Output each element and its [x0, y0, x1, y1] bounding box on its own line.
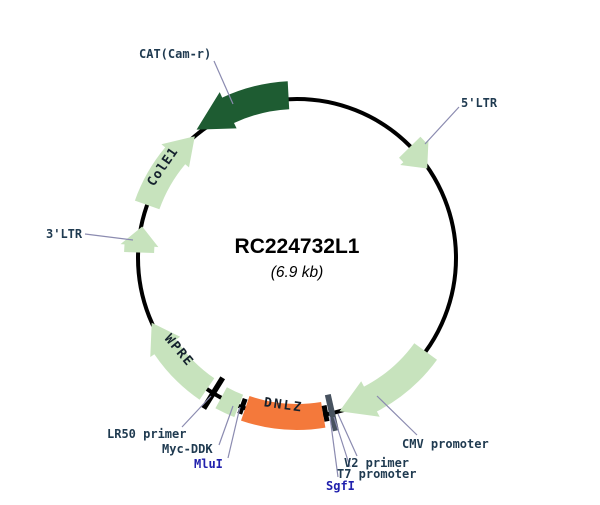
feature-cmv-promoter-arrow: [339, 343, 437, 417]
cmv-shape: [339, 343, 437, 417]
label-3ltr: 3'LTR: [46, 227, 83, 241]
plasmid-size: (6.9 kb): [271, 264, 324, 281]
restriction-sites-tick: [324, 393, 339, 432]
label-5ltr: 5'LTR: [461, 96, 498, 110]
feature-3ltr-arrow: [120, 226, 159, 253]
myc_ddk-shape: [215, 387, 244, 418]
feature-cole1-arrow: [134, 136, 195, 210]
callout-line-mlui: [227, 406, 241, 459]
dnlz-junction-tick: [321, 405, 330, 422]
feature-myc-ddk-block: [215, 387, 244, 418]
feature-dnlz-block: [241, 396, 326, 430]
feature-wpre-arrow: [150, 322, 215, 400]
label-cat: CAT(Cam-r): [139, 47, 211, 61]
label-t7-promoter: T7 promoter: [337, 467, 416, 481]
dnlz-shape: [241, 396, 326, 430]
callout-line-v2: [337, 413, 358, 457]
label-myc-ddk: Myc-DDK: [162, 442, 213, 456]
band-label-dnlz: DNLZ: [263, 395, 304, 415]
callout-line-3ltr: [84, 233, 134, 241]
feature-5ltr-arrow: [399, 136, 429, 169]
callout-line-5ltr: [424, 106, 460, 145]
junction-ticks: [201, 376, 339, 432]
myc-ddk-junction-tick: [237, 397, 248, 415]
wpre-shape: [150, 322, 215, 400]
callout-line-myc-ddk: [218, 405, 234, 446]
cole1-shape: [134, 136, 195, 210]
cat-shape: [196, 81, 290, 130]
feature-cat-arrow: [196, 81, 290, 130]
callout-line-sgfi: [329, 416, 339, 478]
lr50-primer-tick: [201, 376, 226, 410]
ltr5-shape: [399, 136, 429, 169]
callout-line-lr50: [181, 395, 212, 428]
label-mlui-site: MluI: [194, 457, 223, 471]
label-v2-primer: V2 primer: [344, 456, 409, 470]
callout-line-cat: [213, 60, 234, 105]
callout-line-cmv: [376, 395, 418, 436]
label-cmv-promoter: CMV promoter: [402, 437, 489, 451]
label-lr50-primer: LR50 primer: [107, 427, 186, 441]
callout-line-t7: [333, 416, 351, 468]
ltr3-shape: [120, 226, 159, 253]
callout-lines: [84, 60, 460, 478]
label-sgfi-site: SgfI: [326, 479, 355, 493]
plasmid-name: RC224732L1: [235, 235, 360, 258]
